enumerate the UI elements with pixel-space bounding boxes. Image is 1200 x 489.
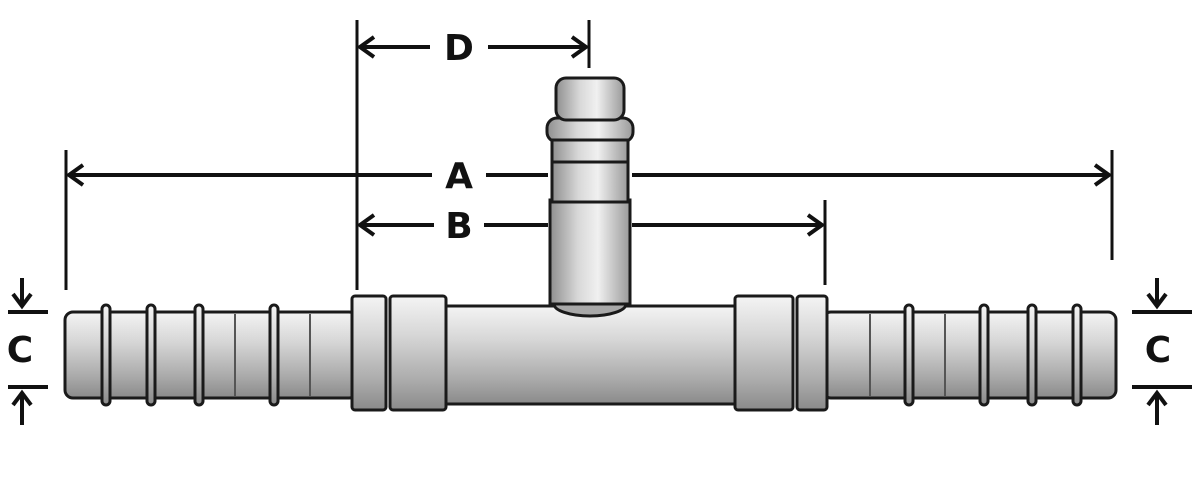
dimension-b: [356, 213, 826, 237]
label-c-left: C: [7, 330, 33, 371]
left-collar-inner: [388, 294, 448, 412]
label-d: D: [444, 28, 474, 69]
dimension-c-left: [8, 278, 48, 425]
branch-port: [545, 76, 635, 318]
dimension-d: [356, 35, 590, 59]
label-c-right: C: [1145, 330, 1171, 371]
center-tube: [438, 304, 742, 406]
right-collar-inner: [733, 294, 795, 412]
label-b: B: [445, 206, 472, 247]
dimension-lines: [8, 20, 1192, 425]
left-collar-outer: [350, 294, 388, 412]
left-barb-shading: [234, 314, 311, 396]
dimension-a: [65, 163, 1113, 187]
right-collar-outer: [795, 294, 829, 412]
right-barb-rings: [903, 303, 1083, 407]
right-barb-shading: [869, 314, 946, 396]
dimension-labels: D A B C C: [7, 28, 1171, 371]
dimension-c-right: [1132, 278, 1192, 425]
left-barb-rings: [100, 303, 280, 407]
fitting-body: [63, 76, 1118, 412]
label-a: A: [445, 156, 473, 197]
